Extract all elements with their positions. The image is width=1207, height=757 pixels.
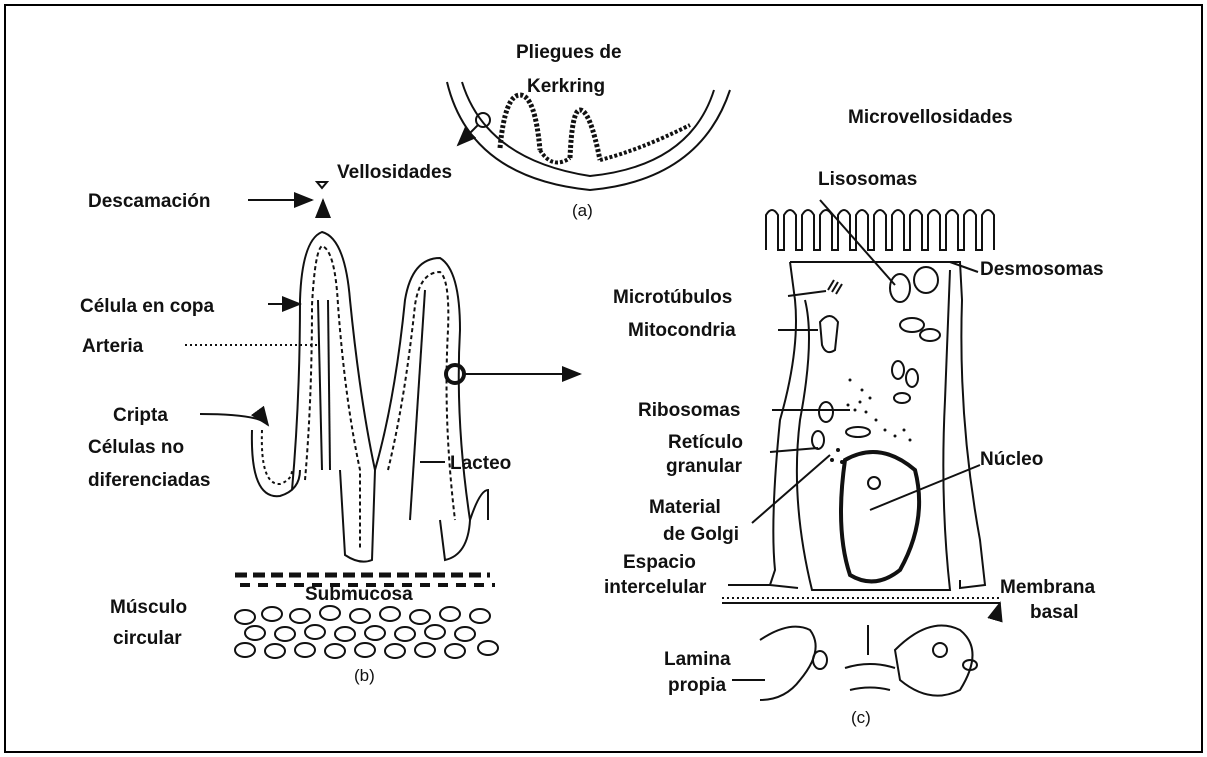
nucleo-label: Núcleo [980, 449, 1043, 470]
folds-title-line1: Pliegues de [516, 42, 622, 63]
reticulo-label-1: Retículo [668, 432, 743, 453]
espacio-label-2: intercelular [604, 577, 707, 598]
musculo-label-2: circular [113, 628, 182, 649]
villi-label: Vellosidades [337, 162, 452, 183]
lamina-label-1: Lamina [664, 649, 731, 670]
no-diferenciadas-label-1: Células no [88, 437, 184, 458]
membrana-label-2: basal [1030, 602, 1079, 623]
espacio-label-1: Espacio [623, 552, 696, 573]
ribosomas-label: Ribosomas [638, 400, 740, 421]
submucosa-label: Submucosa [305, 584, 413, 605]
panel-c-drawing [722, 200, 1000, 700]
figure-border [5, 5, 1202, 752]
panel-a-drawing [447, 82, 730, 190]
lamina-label-2: propia [668, 675, 726, 696]
folds-title-line2: Kerkring [527, 76, 605, 97]
golgi-label-1: Material [649, 497, 721, 518]
celula-copa-label: Célula en copa [80, 296, 215, 317]
muscle-cells [235, 606, 498, 658]
cripta-label: Cripta [113, 405, 168, 426]
membrana-label-1: Membrana [1000, 577, 1095, 598]
desmosomas-label: Desmosomas [980, 259, 1104, 280]
golgi-label-2: de Golgi [663, 524, 739, 545]
panel-b-label: (b) [354, 666, 375, 685]
arteria-label: Arteria [82, 336, 144, 357]
mitocondria-label: Mitocondria [628, 320, 736, 341]
panel-a-label: (a) [572, 201, 593, 220]
musculo-label-1: Músculo [110, 597, 187, 618]
no-diferenciadas-label-2: diferenciadas [88, 470, 211, 491]
lisosomas-label: Lisosomas [818, 169, 917, 190]
lacteo-label: Lacteo [450, 453, 511, 474]
reticulo-label-2: granular [666, 456, 743, 477]
microvellosidades-label: Microvellosidades [848, 107, 1013, 128]
panel-c-label: (c) [851, 708, 871, 727]
panel-b-drawing [185, 182, 580, 585]
microtubulos-label: Microtúbulos [613, 287, 732, 308]
descamacion-label: Descamación [88, 191, 211, 212]
